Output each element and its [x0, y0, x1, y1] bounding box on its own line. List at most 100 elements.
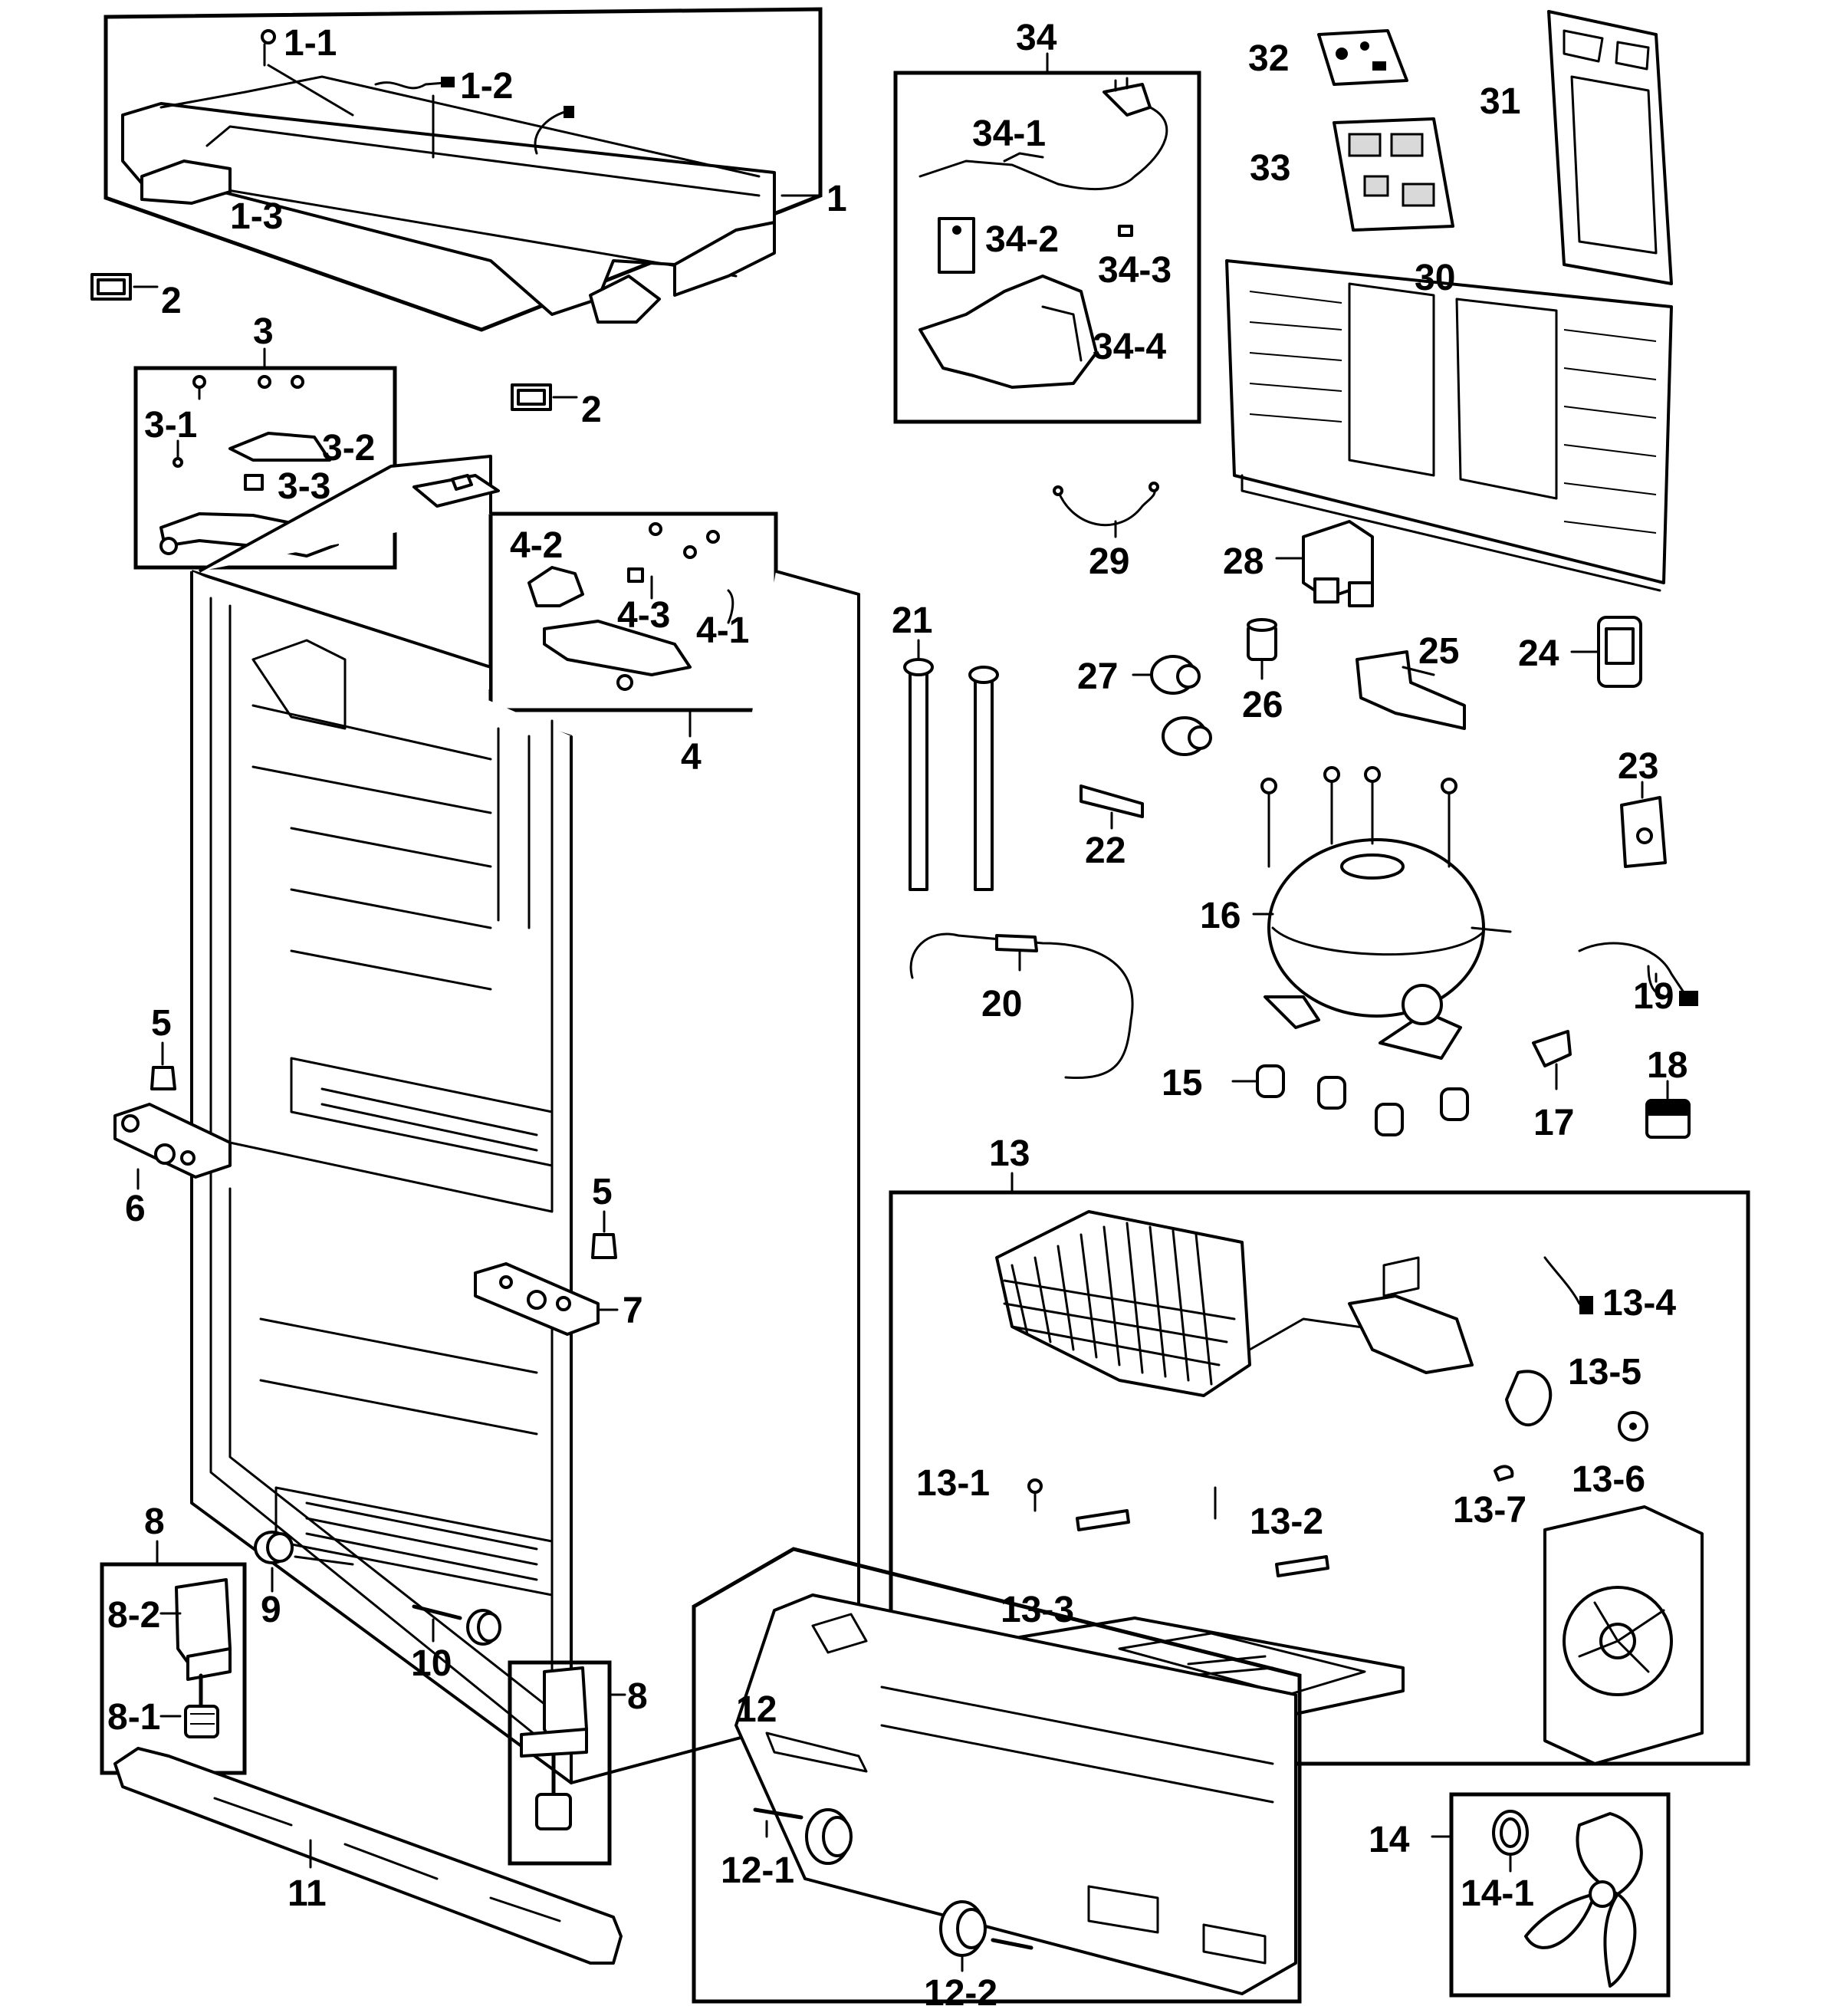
- label-13-1: 13-1: [916, 1463, 990, 1504]
- compressor: [1252, 766, 1512, 1060]
- roller-10: [412, 1604, 501, 1646]
- label-17: 17: [1533, 1103, 1574, 1143]
- label-11: 11: [288, 1873, 327, 1914]
- label-13-7: 13-7: [1453, 1490, 1526, 1531]
- label-4-3: 4-3: [617, 595, 670, 636]
- label-34-1: 34-1: [972, 113, 1046, 154]
- label-8-1: 8-1: [107, 1697, 160, 1738]
- label-15: 15: [1162, 1063, 1202, 1103]
- top-frame-assembly: [104, 7, 823, 332]
- fuse-22: [1080, 784, 1144, 830]
- label-10: 10: [411, 1643, 452, 1684]
- label-6: 6: [125, 1189, 146, 1229]
- back-panel: [1225, 259, 1673, 592]
- label-21: 21: [892, 600, 932, 641]
- label-3-2: 3-2: [322, 428, 375, 469]
- wire-29: [1053, 482, 1159, 538]
- callout-labels: 1 1-1 1-2 1-3 2 2 3 3-1 3-2 3-3 4 4-1 4-…: [107, 18, 1687, 2014]
- label-8-2: 8-2: [107, 1595, 160, 1636]
- label-20: 20: [981, 984, 1022, 1024]
- control-assembly-box: [893, 52, 1201, 424]
- cap-lower: [591, 1210, 617, 1259]
- fan-assembly-box: [1431, 1792, 1671, 1998]
- evaporator-assembly-box: [889, 1172, 1750, 1766]
- tube-20: [909, 932, 1134, 1080]
- pcb-32: [1317, 29, 1408, 86]
- cover-23: [1620, 781, 1667, 868]
- bracket-25: [1356, 650, 1466, 730]
- label-12-1: 12-1: [721, 1850, 794, 1891]
- pad-right: [511, 383, 578, 411]
- label-22: 22: [1085, 830, 1126, 871]
- label-4-2: 4-2: [510, 525, 563, 566]
- label-28: 28: [1223, 541, 1264, 582]
- middle-hinge-left: [113, 1103, 232, 1190]
- label-3-3: 3-3: [278, 466, 330, 507]
- label-2-left: 2: [161, 281, 182, 321]
- label-34-2: 34-2: [985, 219, 1059, 260]
- label-12-2: 12-2: [924, 1973, 997, 2014]
- label-34-3: 34-3: [1098, 250, 1172, 291]
- label-19: 19: [1633, 976, 1674, 1017]
- label-33: 33: [1250, 148, 1290, 189]
- middle-hinge-right: [474, 1262, 619, 1336]
- label-5-lower: 5: [592, 1172, 613, 1212]
- leveling-leg-right: [508, 1660, 626, 1866]
- label-1-1: 1-1: [284, 23, 337, 64]
- label-1-2: 1-2: [460, 66, 513, 107]
- label-30: 30: [1415, 258, 1455, 298]
- refrigerator-cabinet: [190, 455, 860, 1784]
- label-9: 9: [261, 1590, 281, 1630]
- label-31: 31: [1480, 81, 1520, 122]
- label-23: 23: [1618, 746, 1658, 787]
- label-1: 1: [826, 179, 847, 219]
- label-32: 32: [1248, 38, 1289, 79]
- label-34: 34: [1016, 18, 1057, 58]
- label-13-6: 13-6: [1572, 1459, 1645, 1500]
- grommets-15: [1231, 1064, 1469, 1136]
- label-4-1: 4-1: [696, 610, 749, 651]
- bushings-27: [1132, 655, 1212, 756]
- clip-17: [1532, 1030, 1572, 1090]
- label-3: 3: [253, 311, 274, 352]
- relay-24: [1570, 616, 1642, 688]
- cap-26: [1247, 618, 1277, 680]
- label-24: 24: [1518, 633, 1559, 674]
- label-34-4: 34-4: [1093, 327, 1166, 367]
- label-25: 25: [1418, 631, 1459, 672]
- roller-9: [254, 1531, 354, 1593]
- label-13: 13: [989, 1133, 1030, 1174]
- leveling-leg-left: [100, 1540, 247, 1775]
- upper-hinge-right-assembly: [488, 511, 778, 738]
- label-14-1: 14-1: [1461, 1873, 1534, 1914]
- label-14: 14: [1369, 1820, 1410, 1860]
- label-27: 27: [1077, 656, 1118, 697]
- water-valve: [1275, 520, 1374, 607]
- label-8-right: 8: [627, 1676, 648, 1717]
- label-13-3: 13-3: [1001, 1590, 1074, 1630]
- bottom-grille: [113, 1747, 623, 1965]
- back-cover: [1547, 10, 1673, 285]
- label-12: 12: [736, 1689, 777, 1730]
- label-7: 7: [623, 1291, 643, 1331]
- pcb-33: [1333, 117, 1454, 232]
- label-2-right: 2: [581, 390, 602, 430]
- label-18: 18: [1647, 1045, 1687, 1086]
- label-3-1: 3-1: [144, 405, 197, 446]
- label-5-upper: 5: [151, 1003, 172, 1044]
- label-26: 26: [1242, 685, 1283, 725]
- label-13-2: 13-2: [1250, 1501, 1323, 1542]
- label-8-left: 8: [144, 1501, 165, 1542]
- label-29: 29: [1089, 541, 1129, 582]
- harness-19: [1578, 942, 1698, 1006]
- cap-18: [1645, 1080, 1691, 1139]
- label-13-4: 13-4: [1602, 1283, 1676, 1324]
- label-4: 4: [681, 737, 702, 778]
- label-1-3: 1-3: [230, 196, 283, 237]
- pad-left: [90, 273, 159, 301]
- drain-tubes: [903, 639, 999, 891]
- label-16: 16: [1200, 896, 1241, 936]
- cap-upper: [150, 1041, 176, 1090]
- base-plate-box: [692, 1547, 1302, 2004]
